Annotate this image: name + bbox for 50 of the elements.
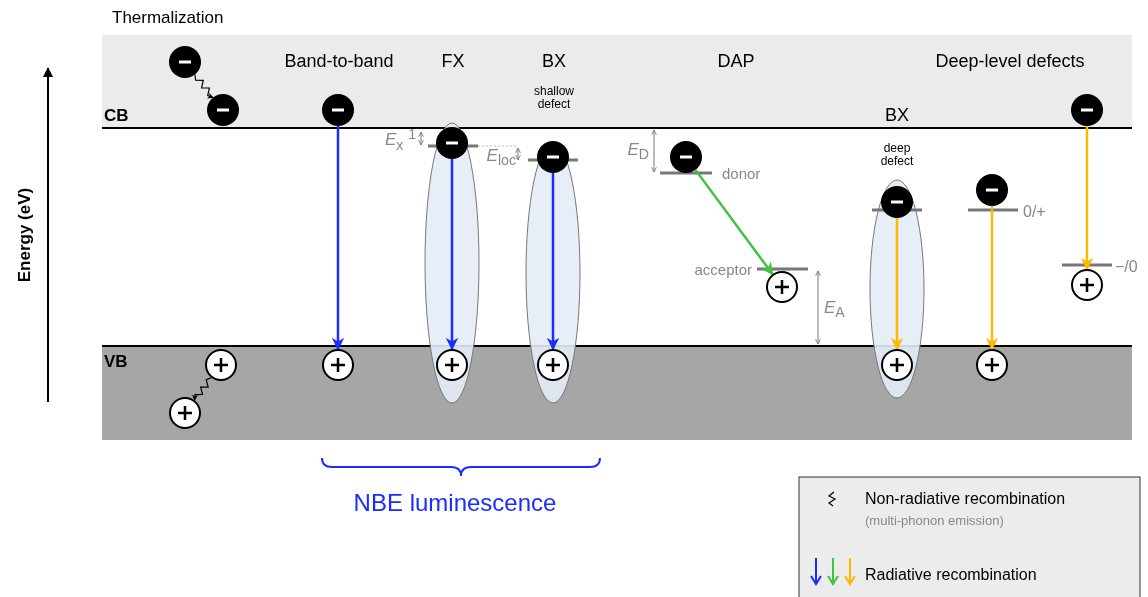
process-label: FX [441,52,465,72]
hole-symbol [880,348,914,382]
hole-symbol [435,348,469,382]
note-text: deep defect [879,141,915,169]
process-label: BX [542,52,566,72]
wavy-arrow [192,377,212,401]
electron-symbol [435,126,469,160]
electron-symbol [975,173,1009,207]
electron-symbol [168,45,202,79]
legend-text: Radiative recombination [865,566,1037,584]
process-label: Deep-level defects [935,52,1085,72]
level-label: 0/+ [1023,203,1046,221]
process-label: DAP [717,52,755,72]
hole-symbol [765,270,799,304]
level-label: donor [722,165,761,183]
arrow [331,126,345,351]
hole-symbol [536,348,570,382]
arrow [694,169,774,276]
arrow [890,218,904,351]
electron-symbol [206,93,240,127]
process-label: Thermalization [112,8,224,28]
electron-symbol [536,140,570,174]
arrow [445,159,459,351]
legend-text: Non-radiative recombination [865,490,1066,508]
legend-note: (multi-phonon emission) [865,513,1004,529]
note-text: shallow defect [533,84,575,112]
band-label: VB [104,352,128,372]
hole-symbol [168,396,202,430]
group-label: NBE luminescence [353,489,557,517]
level-label: acceptor [694,261,752,279]
energy-symbol: E$_{D}$ [627,141,649,163]
wavy-arrow [194,73,214,99]
electron-symbol [880,185,914,219]
arrow [546,173,560,351]
energy-symbol: E$_{A}$ [824,299,845,321]
arrow [985,206,999,351]
hole-symbol [204,348,238,382]
process-label: Band-to-band [284,52,394,72]
hole-symbol [1070,268,1104,302]
axis-label: Energy (eV) [15,187,35,283]
arrow [1080,126,1094,271]
electron-symbol [321,93,355,127]
energy-symbol: E$_{loc}$ [486,147,516,169]
hole-symbol [975,348,1009,382]
level-label: −/0 [1115,258,1138,276]
process-label: BX [885,106,909,126]
electron-symbol [1070,93,1104,127]
band-label: CB [104,106,129,126]
electron-symbol [669,140,703,174]
hole-symbol [321,348,355,382]
